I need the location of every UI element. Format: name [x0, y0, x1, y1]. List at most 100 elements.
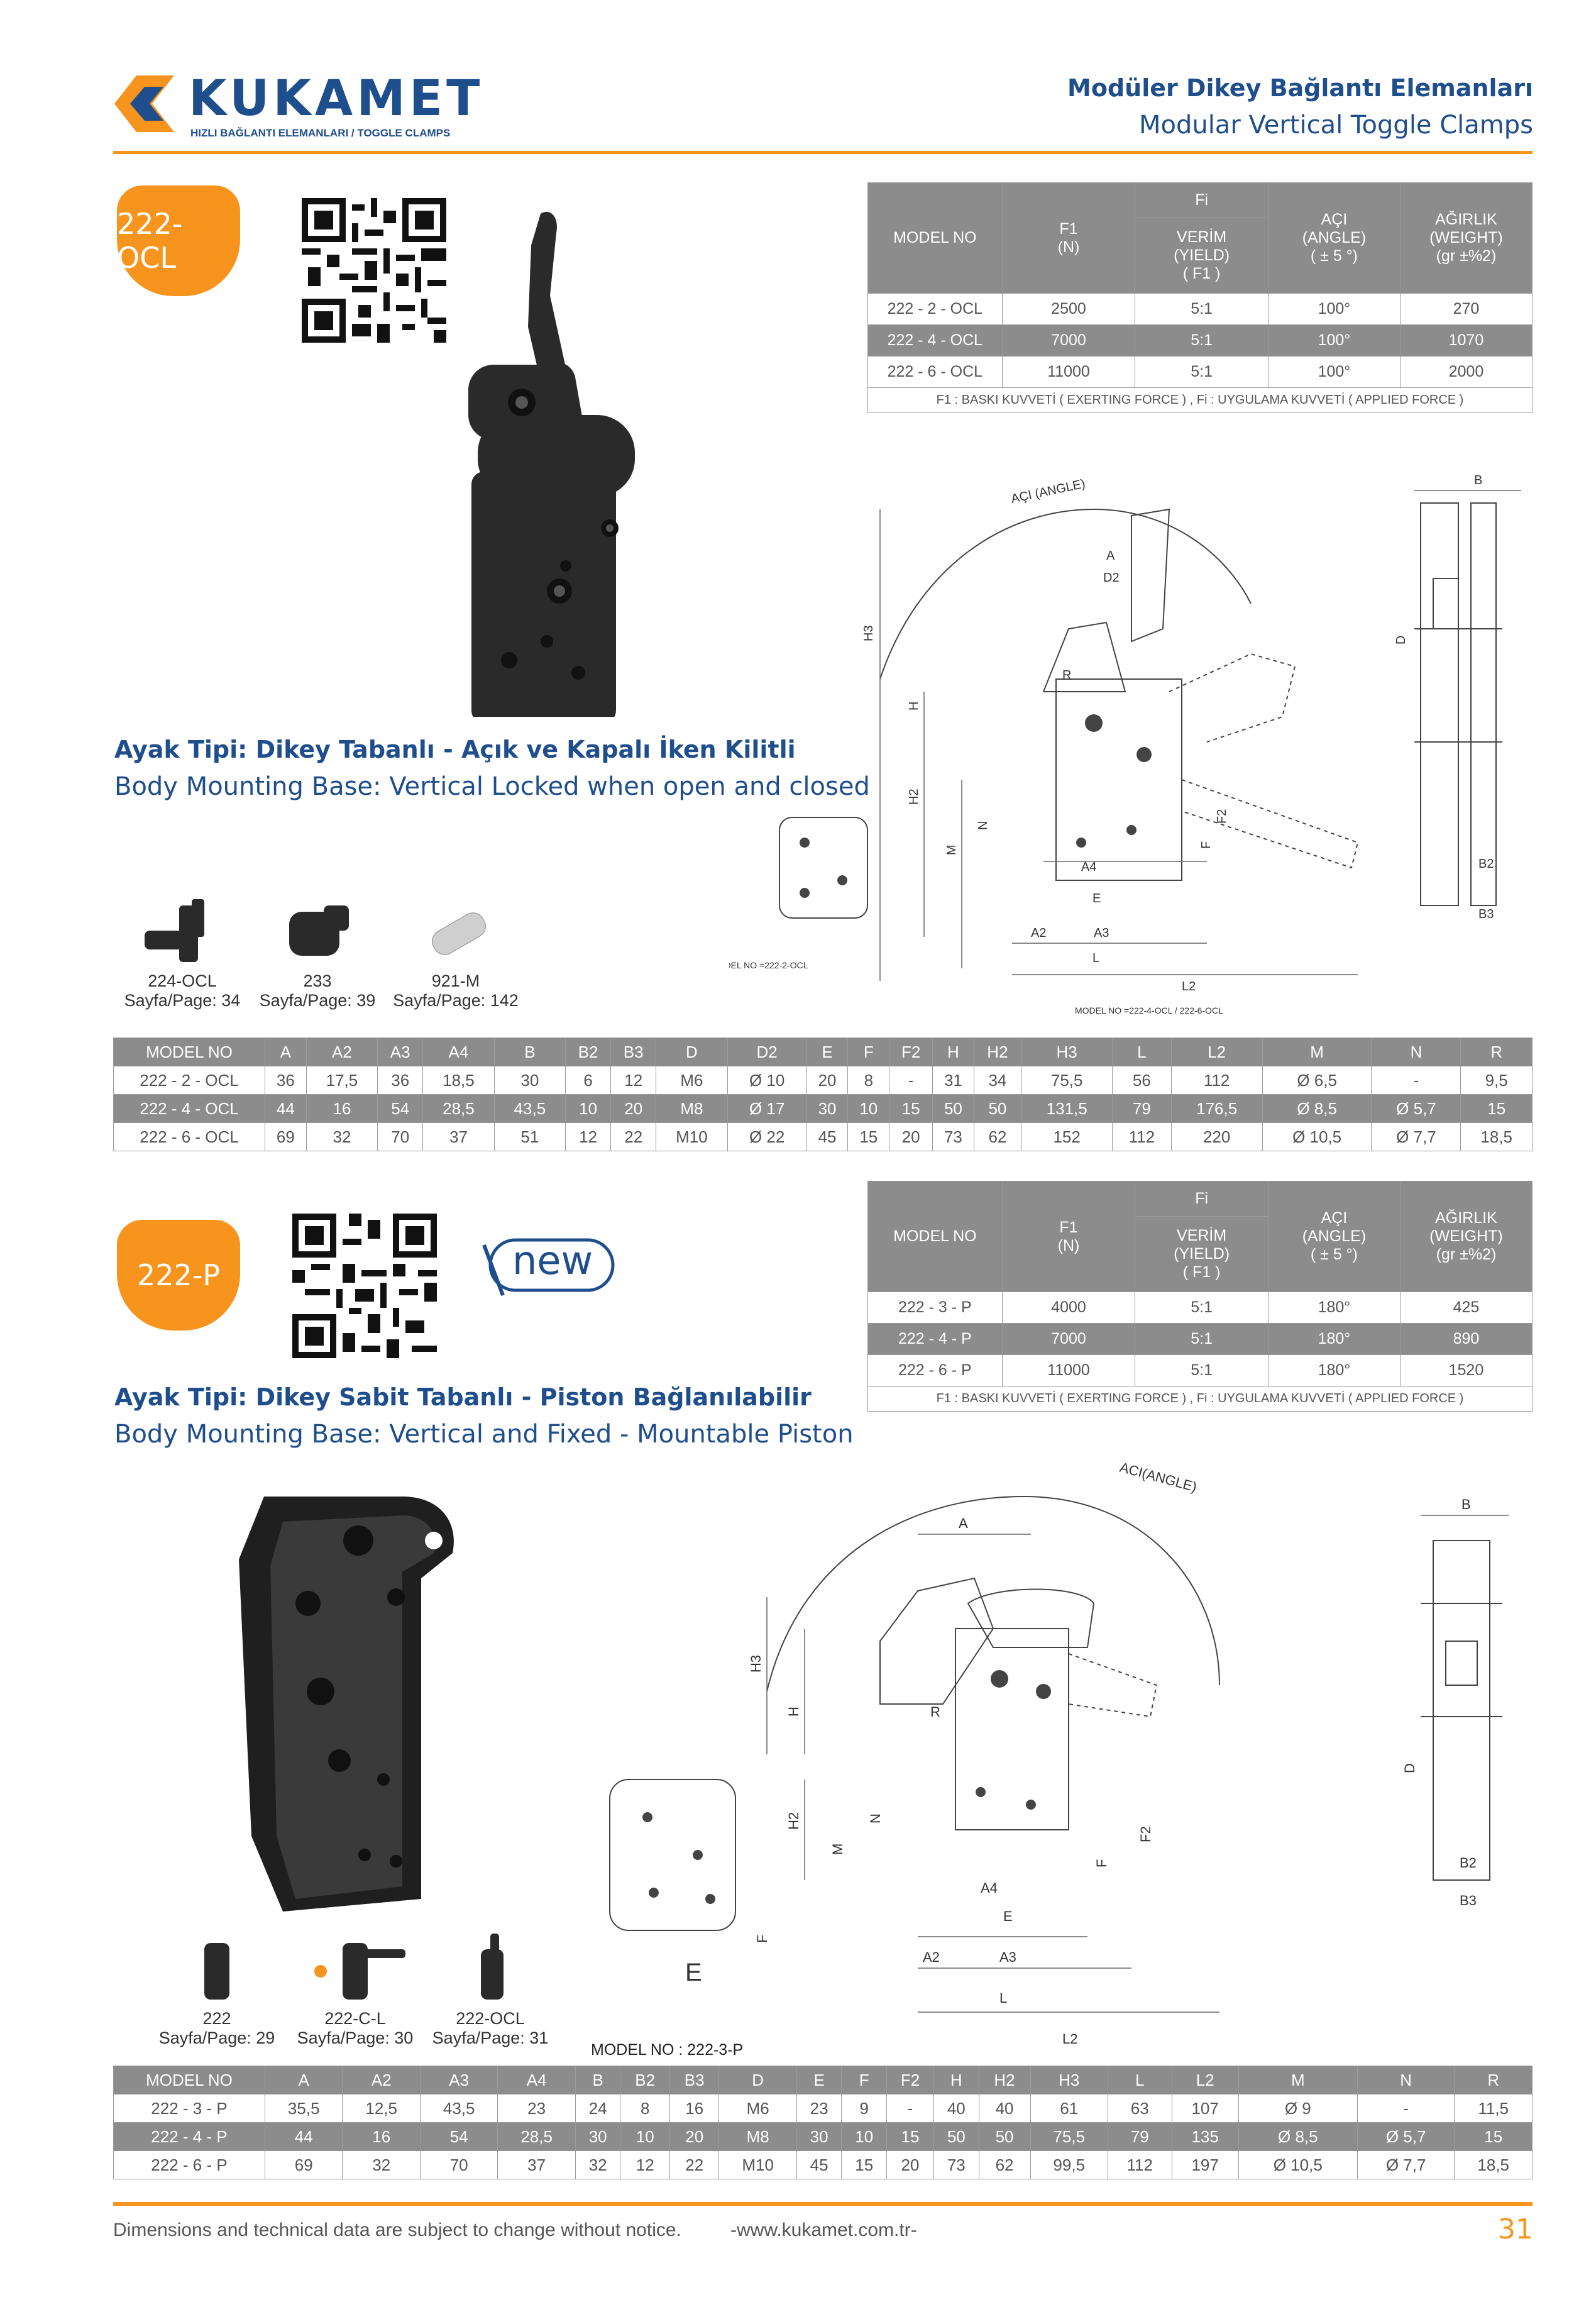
- dim-a4: A4: [1081, 860, 1096, 874]
- accessory-page: Sayfa/Page: 31: [432, 2028, 549, 2047]
- dim-d2: D2: [1103, 571, 1120, 585]
- accessory-921-m[interactable]: 921-M Sayfa/Page: 142: [393, 893, 519, 1010]
- accessory-page: Sayfa/Page: 30: [297, 2028, 414, 2047]
- product-photo-222-p: [239, 1497, 454, 1912]
- dim-a4: A4: [981, 1880, 998, 1896]
- dim-d: D: [1394, 636, 1408, 645]
- accessory-code: 233: [303, 971, 332, 990]
- dim-l2: L2: [1182, 980, 1196, 993]
- dim-d: D: [1402, 1763, 1417, 1773]
- dim-h3: H3: [862, 625, 876, 641]
- dim-e: E: [1003, 1908, 1013, 1924]
- section2-title-en: Body Mounting Base: Vertical and Fixed -…: [114, 1420, 854, 1449]
- dim-h2: H2: [907, 789, 921, 805]
- section1-title-en: Body Mounting Base: Vertical Locked when…: [114, 772, 870, 801]
- accessory-page: Sayfa/Page: 34: [124, 991, 241, 1010]
- spec-table-222-ocl: MODEL NO F1(N) Fi AÇI(ANGLE)( ± 5 °) AĞI…: [867, 182, 1533, 413]
- dim-n: N: [976, 821, 990, 830]
- spec-note: F1 : BASKI KUVVETİ ( EXERTING FORCE ) , …: [867, 387, 1533, 413]
- footer-rule: [113, 2202, 1533, 2206]
- col-angle: AÇI(ANGLE)( ± 5 °): [1268, 182, 1401, 294]
- accessory-224-ocl[interactable]: 224-OCL Sayfa/Page: 34: [119, 893, 245, 1010]
- page-title-tr: Modüler Dikey Bağlantı Elemanları: [1067, 74, 1533, 102]
- accessory-code: 222-C-L: [324, 2009, 386, 2028]
- accessory-page: Sayfa/Page: 29: [158, 2028, 275, 2047]
- accessory-222-ocl-ref[interactable]: 222-OCL Sayfa/Page: 31: [427, 1930, 553, 2048]
- col-f1: F1(N): [1001, 182, 1136, 294]
- accessory-image: [314, 1943, 405, 2000]
- accessory-page: Sayfa/Page: 39: [259, 991, 376, 1010]
- col-model: MODEL NO: [867, 182, 1003, 294]
- dim-b3: B3: [1478, 907, 1494, 921]
- accessory-222[interactable]: 222 Sayfa/Page: 29: [154, 1930, 280, 2048]
- brand-name: KUKAMET: [189, 70, 484, 127]
- spec-table-222-p: MODEL NO F1(N) Fi AÇI(ANGLE)( ± 5 °) AĞI…: [867, 1181, 1533, 1412]
- accessory-233[interactable]: 233 Sayfa/Page: 39: [255, 893, 380, 1010]
- accessory-image: [145, 899, 204, 962]
- dim-f: F: [1199, 841, 1213, 849]
- model-small: MODEL NO =222-2-OCL: [729, 960, 808, 970]
- dim-f-large: F: [754, 1935, 770, 1943]
- accessory-image: [204, 1943, 229, 2000]
- dim-f: F: [1094, 1859, 1109, 1868]
- dim-a2: A2: [923, 1949, 940, 1965]
- dim-f2: F2: [1215, 809, 1229, 824]
- model-label-222-3-p: MODEL NO : 222-3-P: [591, 2041, 744, 2059]
- page-title-en: Modular Vertical Toggle Clamps: [1138, 111, 1533, 140]
- accessory-image: [481, 1934, 504, 2000]
- dim-a2: A2: [1031, 926, 1046, 940]
- product-photo-222-ocl: [468, 211, 635, 717]
- model-badge-222-p: 222-P: [117, 1220, 240, 1331]
- model-badge-222-ocl: 222-OCL: [117, 185, 240, 296]
- qr-code-icon: [302, 198, 446, 343]
- dim-a3: A3: [1094, 926, 1109, 940]
- spec-note: F1 : BASKI KUVVETİ ( EXERTING FORCE ) , …: [867, 1386, 1533, 1412]
- accessory-code: 921-M: [431, 971, 480, 990]
- col-fi: Fi: [1135, 182, 1269, 218]
- dim-b: B: [1474, 473, 1482, 487]
- dim-b3: B3: [1460, 1893, 1477, 1908]
- footer-disclaimer: Dimensions and technical data are subjec…: [113, 2220, 681, 2240]
- dim-r: R: [930, 1704, 940, 1720]
- dim-f2: F2: [1138, 1826, 1153, 1842]
- accessory-code: 224-OCL: [148, 971, 217, 990]
- dim-n: N: [867, 1813, 883, 1823]
- accessory-code: 222-OCL: [456, 2009, 525, 2028]
- dim-b2: B2: [1460, 1855, 1477, 1871]
- footer-url[interactable]: -www.kukamet.com.tr-: [730, 2220, 917, 2240]
- new-label: new: [512, 1237, 593, 1283]
- page-number: 31: [1498, 2213, 1533, 2245]
- dim-h: H: [786, 1707, 801, 1717]
- accessory-page: Sayfa/Page: 142: [393, 991, 519, 1010]
- dim-e: E: [1092, 892, 1101, 905]
- accessory-image: [289, 905, 349, 956]
- header: KUKAMET HIZLI BAĞLANTI ELEMANLARI / TOGG…: [0, 0, 1596, 170]
- dim-b: B: [1461, 1497, 1471, 1512]
- accessory-code: 222: [202, 2009, 231, 2028]
- dim-l2: L2: [1062, 2031, 1077, 2044]
- accessory-222-c-l[interactable]: 222-C-L Sayfa/Page: 30: [292, 1930, 418, 2048]
- dim-a: A: [959, 1515, 968, 1531]
- dim-m: M: [830, 1844, 845, 1855]
- accessory-image: [432, 912, 486, 955]
- dim-r: R: [1062, 668, 1071, 682]
- section2-title-tr: Ayak Tipi: Dikey Sabit Tabanlı - Piston …: [114, 1383, 812, 1411]
- dim-a: A: [1106, 549, 1115, 563]
- model-large: MODEL NO =222-4-OCL / 222-6-OCL: [1075, 1005, 1223, 1015]
- technical-drawing-222-ocl: AÇI (ANGLE) A D2 R H3 H H2 N M F2 F A4 E…: [729, 473, 1521, 1015]
- dim-e-large: E: [685, 1959, 702, 1986]
- kukamet-logo-icon: [114, 75, 174, 132]
- dim-h: H: [907, 702, 921, 711]
- angle-label: AÇI (ANGLE): [1010, 477, 1086, 506]
- dim-h2: H2: [786, 1812, 801, 1830]
